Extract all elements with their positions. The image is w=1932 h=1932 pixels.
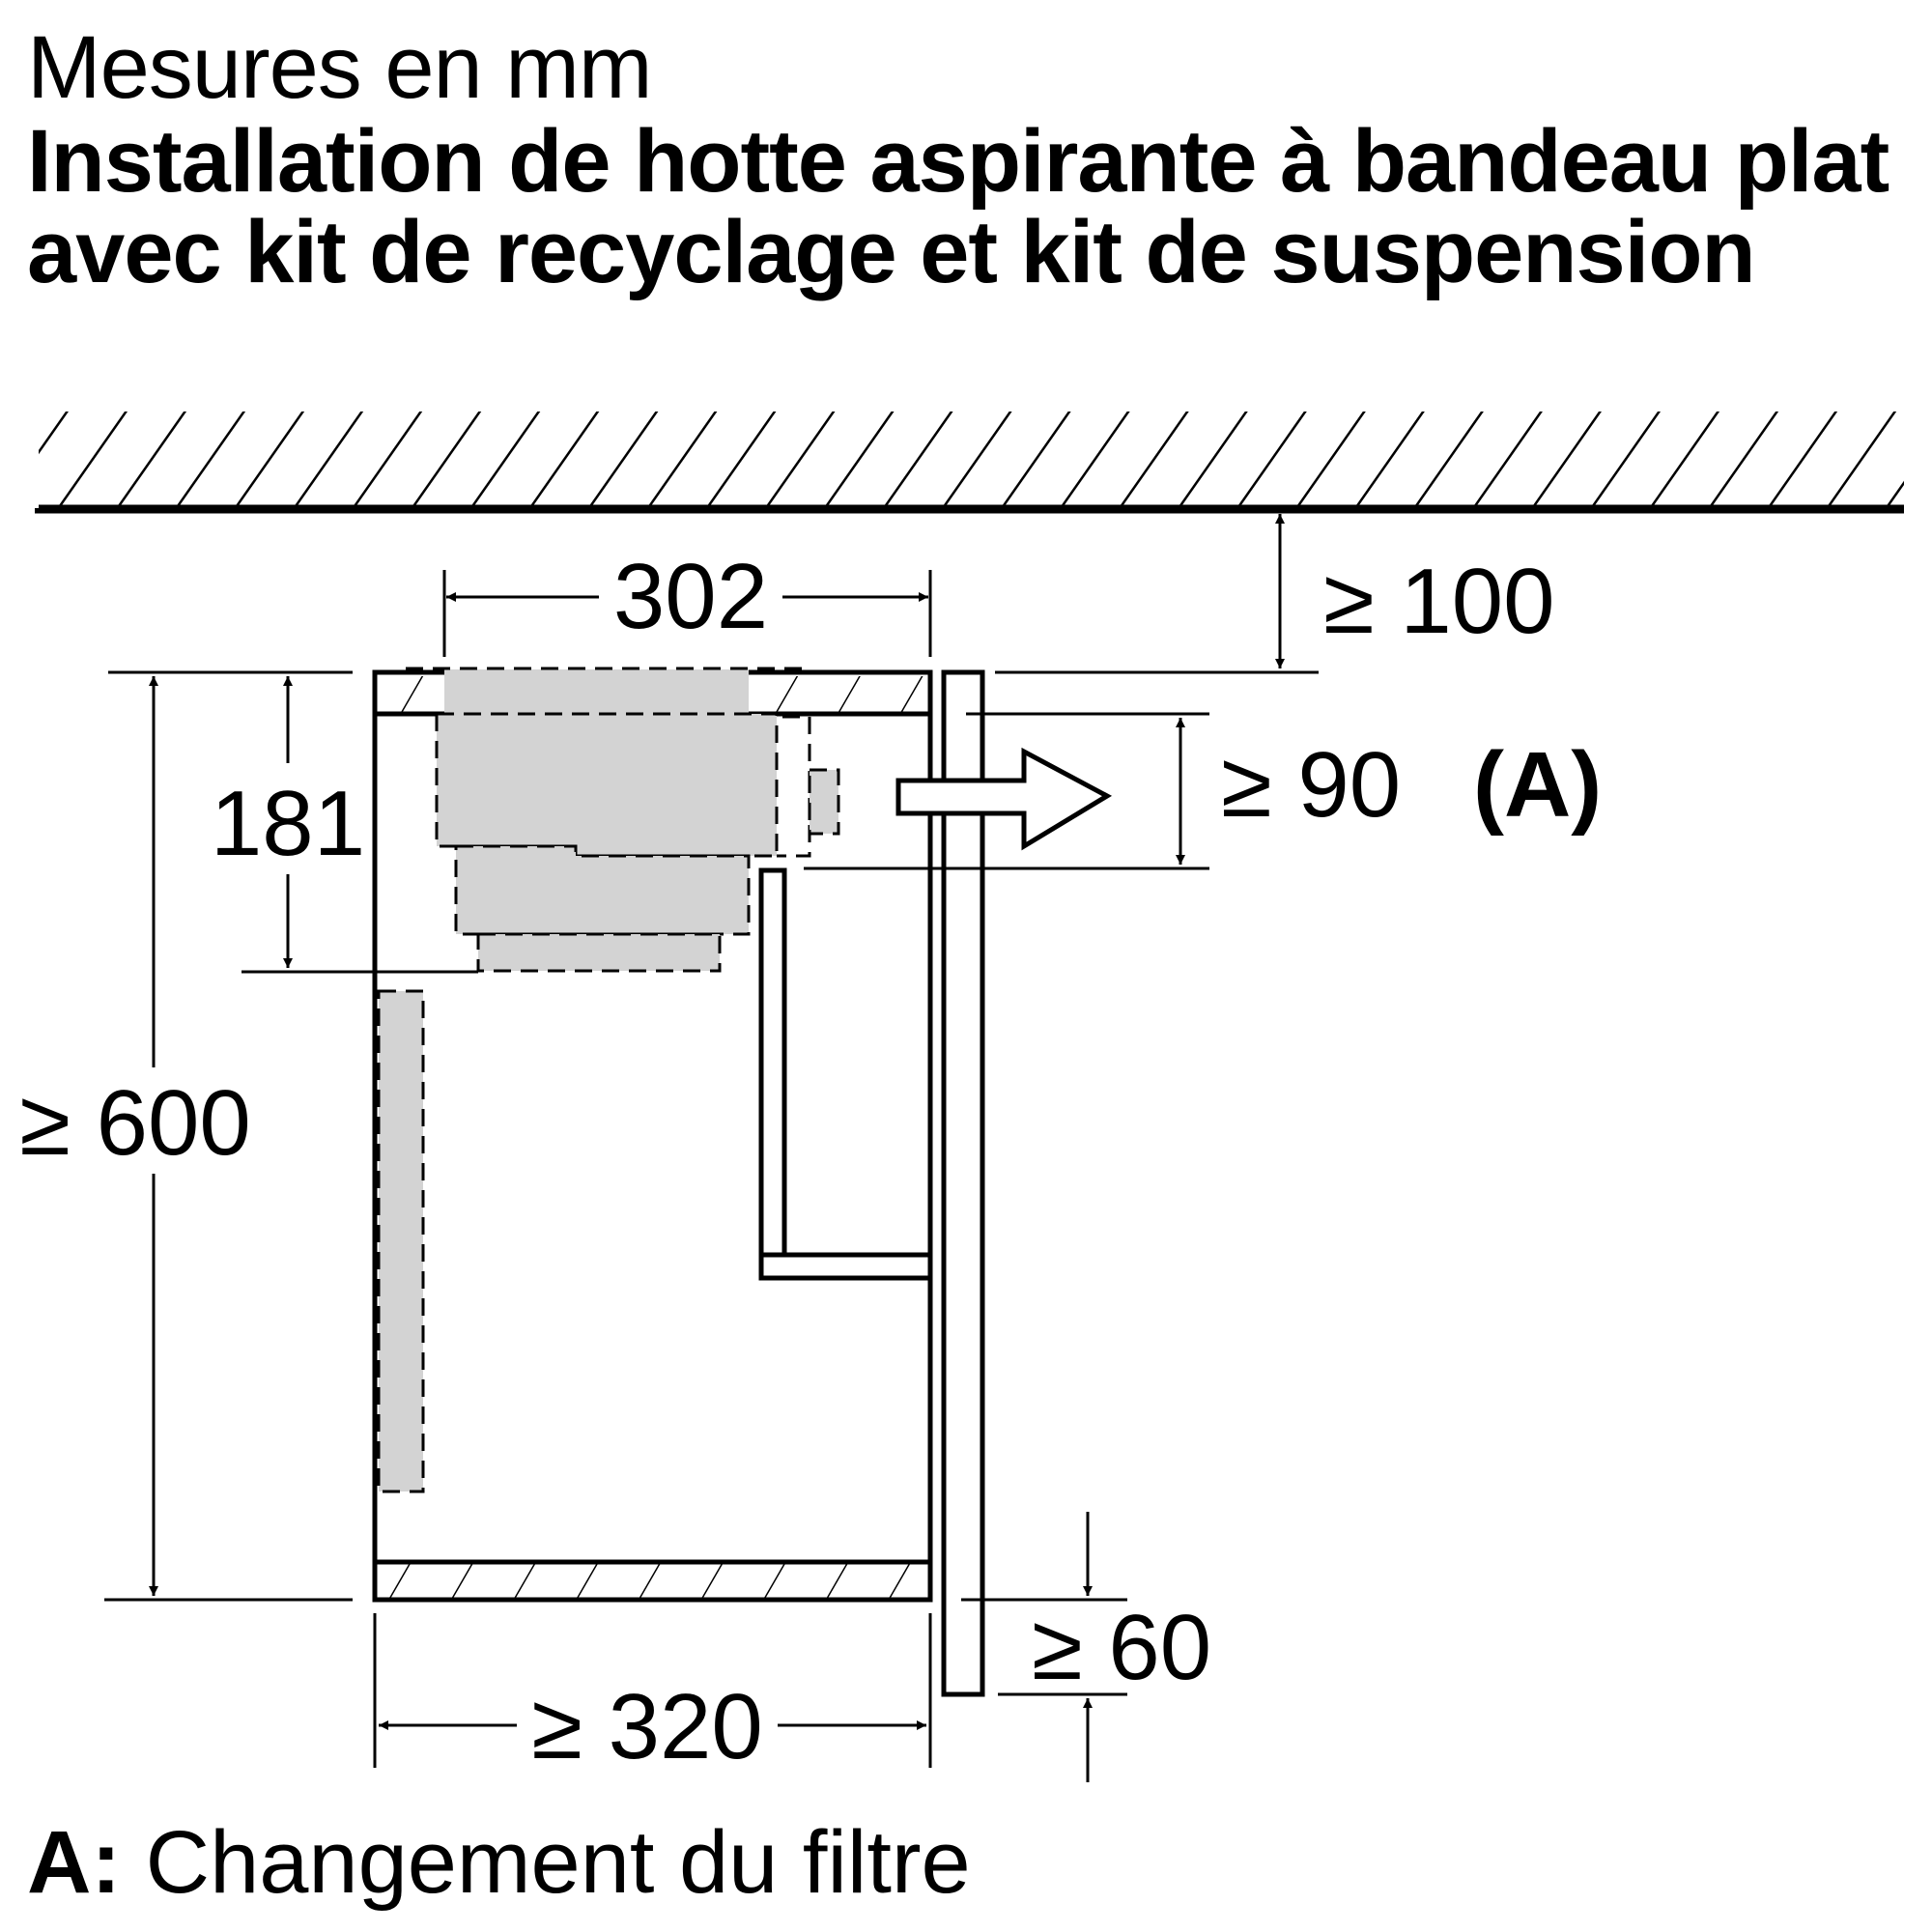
units-label: Mesures en mm	[27, 18, 653, 117]
dimension-cabinet-depth-label: ≥ 320	[531, 1675, 763, 1778]
legend: A: Changement du filtre	[27, 1816, 971, 1909]
ceiling	[35, 412, 1904, 514]
dimension-panel-overhang-label: ≥ 60	[1032, 1596, 1211, 1699]
dimension-ceiling-clearance-label: ≥ 100	[1323, 550, 1555, 653]
dimension-302	[442, 570, 932, 657]
hood-components	[377, 667, 840, 1493]
dimension-panel-overhang	[961, 1512, 1127, 1782]
dimension-cabinet-depth	[373, 1613, 932, 1768]
hood-frame	[758, 867, 933, 1281]
dimension-cabinet-height-label: ≥ 600	[19, 1071, 251, 1175]
legend-text: Changement du filtre	[145, 1813, 971, 1912]
filter-marker-label: (A)	[1473, 733, 1602, 837]
filter-change-arrow-icon	[895, 747, 1113, 851]
dimension-302-label: 302	[613, 545, 768, 648]
dimension-filter-clearance-label: ≥ 90	[1221, 733, 1401, 837]
diagram-title: Installation de hotte aspirante à bandea…	[27, 112, 1889, 301]
dimension-cabinet-height	[104, 670, 353, 1602]
header: Mesures en mm Installation de hotte aspi…	[27, 21, 1901, 298]
dimension-filter-clearance	[804, 712, 1209, 870]
dimension-ceiling-clearance	[995, 514, 1319, 674]
legend-key: A:	[27, 1813, 122, 1912]
dimension-181-label: 181	[211, 772, 365, 875]
front-panel	[941, 669, 985, 1697]
dimension-181	[242, 676, 478, 974]
